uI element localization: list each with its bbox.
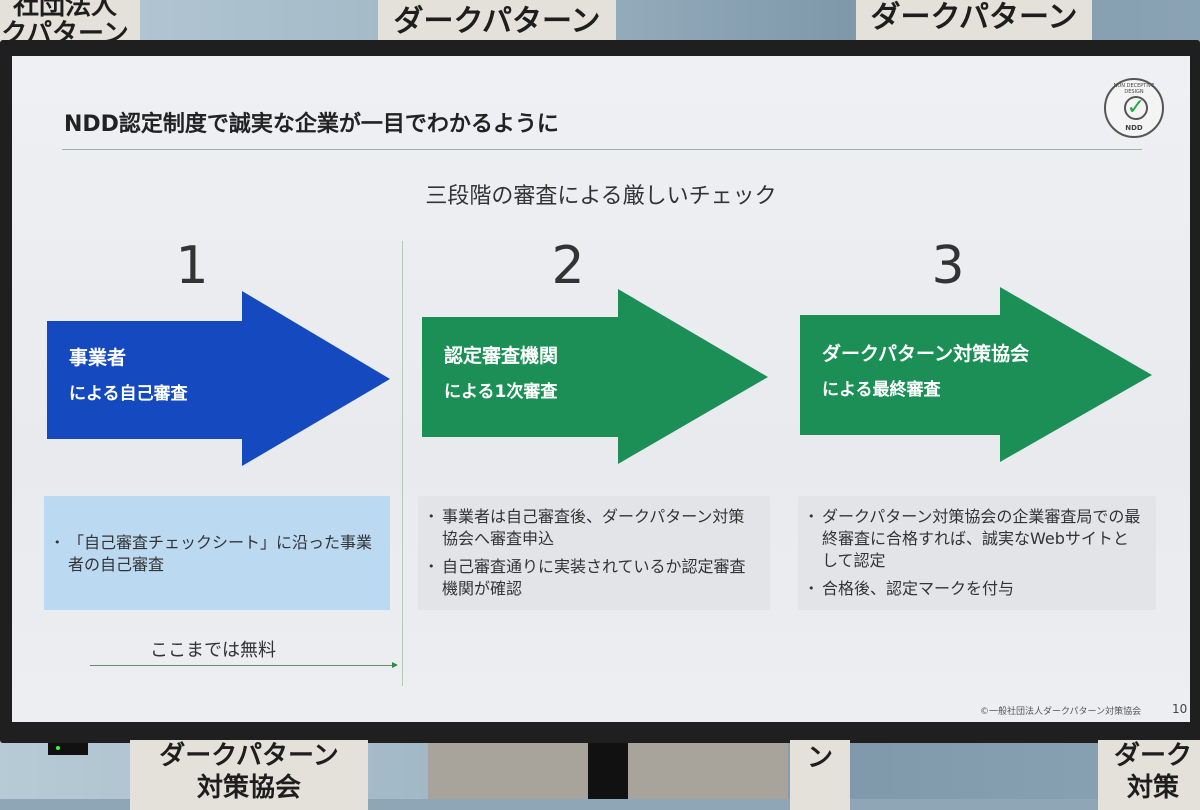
step-divider <box>402 241 403 686</box>
banner: ダークパターン <box>856 0 1092 42</box>
note-item: 事業者は自己審査後、ダークパターン対策協会へ審査申込 <box>428 506 758 550</box>
stand-box <box>428 743 588 799</box>
banner: ダークパターン <box>378 0 616 44</box>
stand-box <box>628 743 788 799</box>
step-arrow-3: ダークパターン対策協会 による最終審査 <box>800 287 1152 462</box>
step-subtitle: による最終審査 <box>822 380 941 400</box>
display-stand <box>588 743 628 799</box>
step-title: 事業者 <box>69 347 127 369</box>
free-range-arrow <box>90 662 398 668</box>
logo-label: NDD <box>1125 124 1143 132</box>
page-number: 10 <box>1172 702 1188 716</box>
logo-ring-text: NON DECEPTIVE DESIGN <box>1113 83 1155 95</box>
free-label: ここまでは無料 <box>150 640 276 661</box>
note-item: 「自己審査チェックシート」に沿った事業者の自己審査 <box>54 532 378 576</box>
note-item: 自己審査通りに実装されているか認定審査機関が確認 <box>428 556 758 600</box>
banner: ン <box>790 740 850 810</box>
slide-title: NDD認定制度で誠実な企業が一目でわかるように <box>64 112 559 137</box>
step-arrow-1: 事業者 による自己審査 <box>47 291 390 466</box>
step-notes-1: 「自己審査チェックシート」に沿った事業者の自己審査 <box>44 496 390 610</box>
step-number: 3 <box>931 236 965 296</box>
check-icon: ✓ <box>1124 96 1148 120</box>
step-number: 1 <box>175 236 209 296</box>
step-notes-2: 事業者は自己審査後、ダークパターン対策協会へ審査申込 自己審査通りに実装されてい… <box>418 496 770 610</box>
banner: ダークパターン 対策協会 <box>130 740 368 810</box>
power-indicator <box>48 743 88 755</box>
banner: ダーク 対策 <box>1098 740 1200 810</box>
step-notes-3: ダークパターン対策協会の企業審査局での最終審査に合格すれば、誠実なWebサイトと… <box>798 496 1156 610</box>
step-number: 2 <box>551 236 585 296</box>
note-item: ダークパターン対策協会の企業審査局での最終審査に合格すれば、誠実なWebサイトと… <box>808 506 1144 572</box>
step-arrow-2: 認定審査機関 による1次審査 <box>422 289 768 464</box>
note-item: 合格後、認定マークを付与 <box>808 578 1144 600</box>
step-title: ダークパターン対策協会 <box>822 343 1030 365</box>
slide: NDD認定制度で誠実な企業が一目でわかるように NON DECEPTIVE DE… <box>12 56 1190 722</box>
step-subtitle: による自己審査 <box>69 384 188 404</box>
title-divider <box>62 149 1142 150</box>
step-title: 認定審査機関 <box>444 345 559 367</box>
ndd-logo: NON DECEPTIVE DESIGN ✓ NDD <box>1104 78 1164 138</box>
slide-subtitle: 三段階の審査による厳しいチェック <box>425 184 777 209</box>
step-subtitle: による1次審査 <box>444 382 558 402</box>
copyright: ©一般社団法人ダークパターン対策協会 <box>980 707 1142 717</box>
